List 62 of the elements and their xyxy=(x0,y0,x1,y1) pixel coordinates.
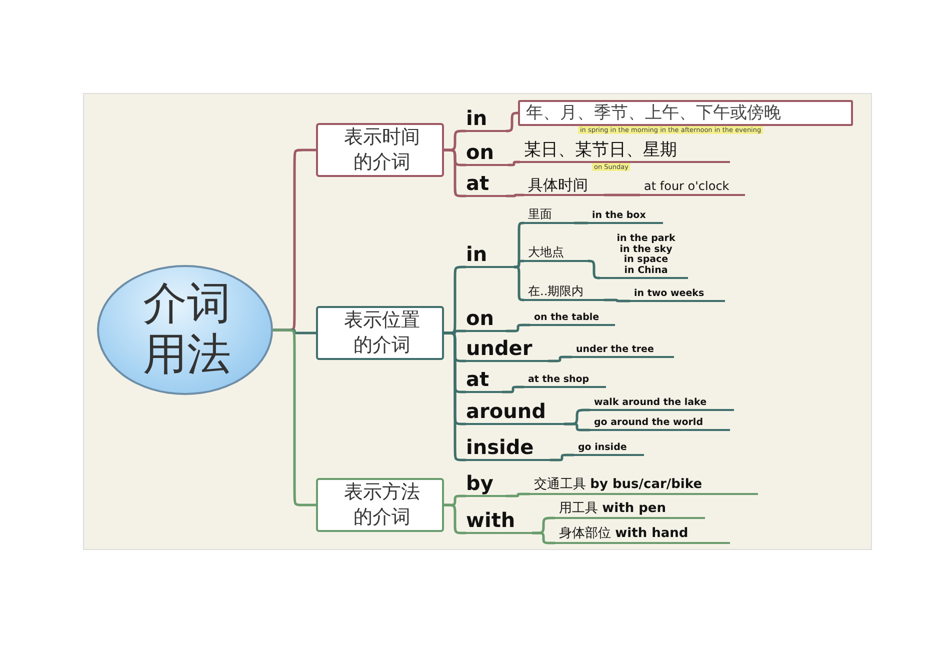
example-phrase: on the table xyxy=(533,312,600,323)
example-phrase: in space xyxy=(622,255,670,266)
usage-text: 年、月、季节、上午、下午或傍晚 xyxy=(526,104,782,122)
category-label: 表示位置的介词 xyxy=(342,308,421,358)
preposition-word: at xyxy=(466,368,490,390)
branch-line xyxy=(512,266,526,302)
usage-text: 具体时间 xyxy=(527,176,589,193)
preposition-word: in xyxy=(466,107,488,129)
branch-line xyxy=(513,260,525,268)
example-phrase: go inside xyxy=(577,442,628,453)
usage-text: 大地点 xyxy=(527,246,565,259)
preposition-word: at xyxy=(466,172,490,194)
branch-line xyxy=(604,194,640,196)
example-phrase: 交通工具 by bus/car/bike xyxy=(533,478,704,492)
example-phrase: in the park xyxy=(616,234,676,244)
branch-underline xyxy=(530,474,758,495)
branch-line xyxy=(506,492,530,498)
example-phrase: at the shop xyxy=(527,374,590,385)
branch-underline xyxy=(555,500,705,519)
branch-line xyxy=(506,194,524,198)
example-phrase: at four o'clock xyxy=(643,180,730,193)
example-phrase: in China xyxy=(623,266,669,276)
preposition-word: by xyxy=(466,472,494,494)
example-phrase: 用工具 with pen xyxy=(558,502,667,516)
branch-line xyxy=(443,332,467,462)
example-phrase: under the tree xyxy=(575,344,655,355)
usage-text: 里面 xyxy=(527,208,553,221)
preposition-word: on xyxy=(466,307,495,329)
preposition-word: around xyxy=(466,400,547,422)
branch-line xyxy=(508,160,520,166)
example-phrase: 身体部位 with hand xyxy=(558,526,690,541)
branch-line xyxy=(504,112,520,132)
category-box xyxy=(316,306,444,360)
preposition-word: with xyxy=(466,509,516,531)
category-label: 表示方法的介词 xyxy=(342,480,421,530)
branch-line xyxy=(604,298,630,302)
category-box xyxy=(316,478,444,532)
preposition-word: in xyxy=(466,243,488,265)
preposition-word: under xyxy=(466,337,534,359)
branch-line xyxy=(273,328,316,506)
branch-line xyxy=(550,454,574,462)
example-phrase: in the sky xyxy=(618,244,674,255)
branch-line xyxy=(512,222,526,268)
example-phrase: in two weeks xyxy=(633,288,706,299)
category-box xyxy=(316,123,444,177)
example-phrase: go around the world xyxy=(593,418,704,428)
branch-line xyxy=(443,148,467,198)
example-phrase: walk around the lake xyxy=(593,398,708,408)
example-phrase: in the box xyxy=(591,210,647,221)
branch-line xyxy=(564,422,590,432)
branch-line xyxy=(502,386,524,394)
branch-line xyxy=(548,356,572,362)
usage-text: 某日、某节日、星期 xyxy=(523,141,678,160)
topic-title: 介词用法 xyxy=(142,279,232,381)
branch-line xyxy=(443,504,467,534)
branch-line xyxy=(532,532,556,544)
branch-line xyxy=(586,260,602,280)
category-label: 表示时间的介词 xyxy=(342,125,421,175)
branch-line xyxy=(574,222,588,224)
preposition-word: on xyxy=(466,141,495,163)
preposition-word: inside xyxy=(466,436,535,458)
usage-text: 在..期限内 xyxy=(527,284,585,298)
